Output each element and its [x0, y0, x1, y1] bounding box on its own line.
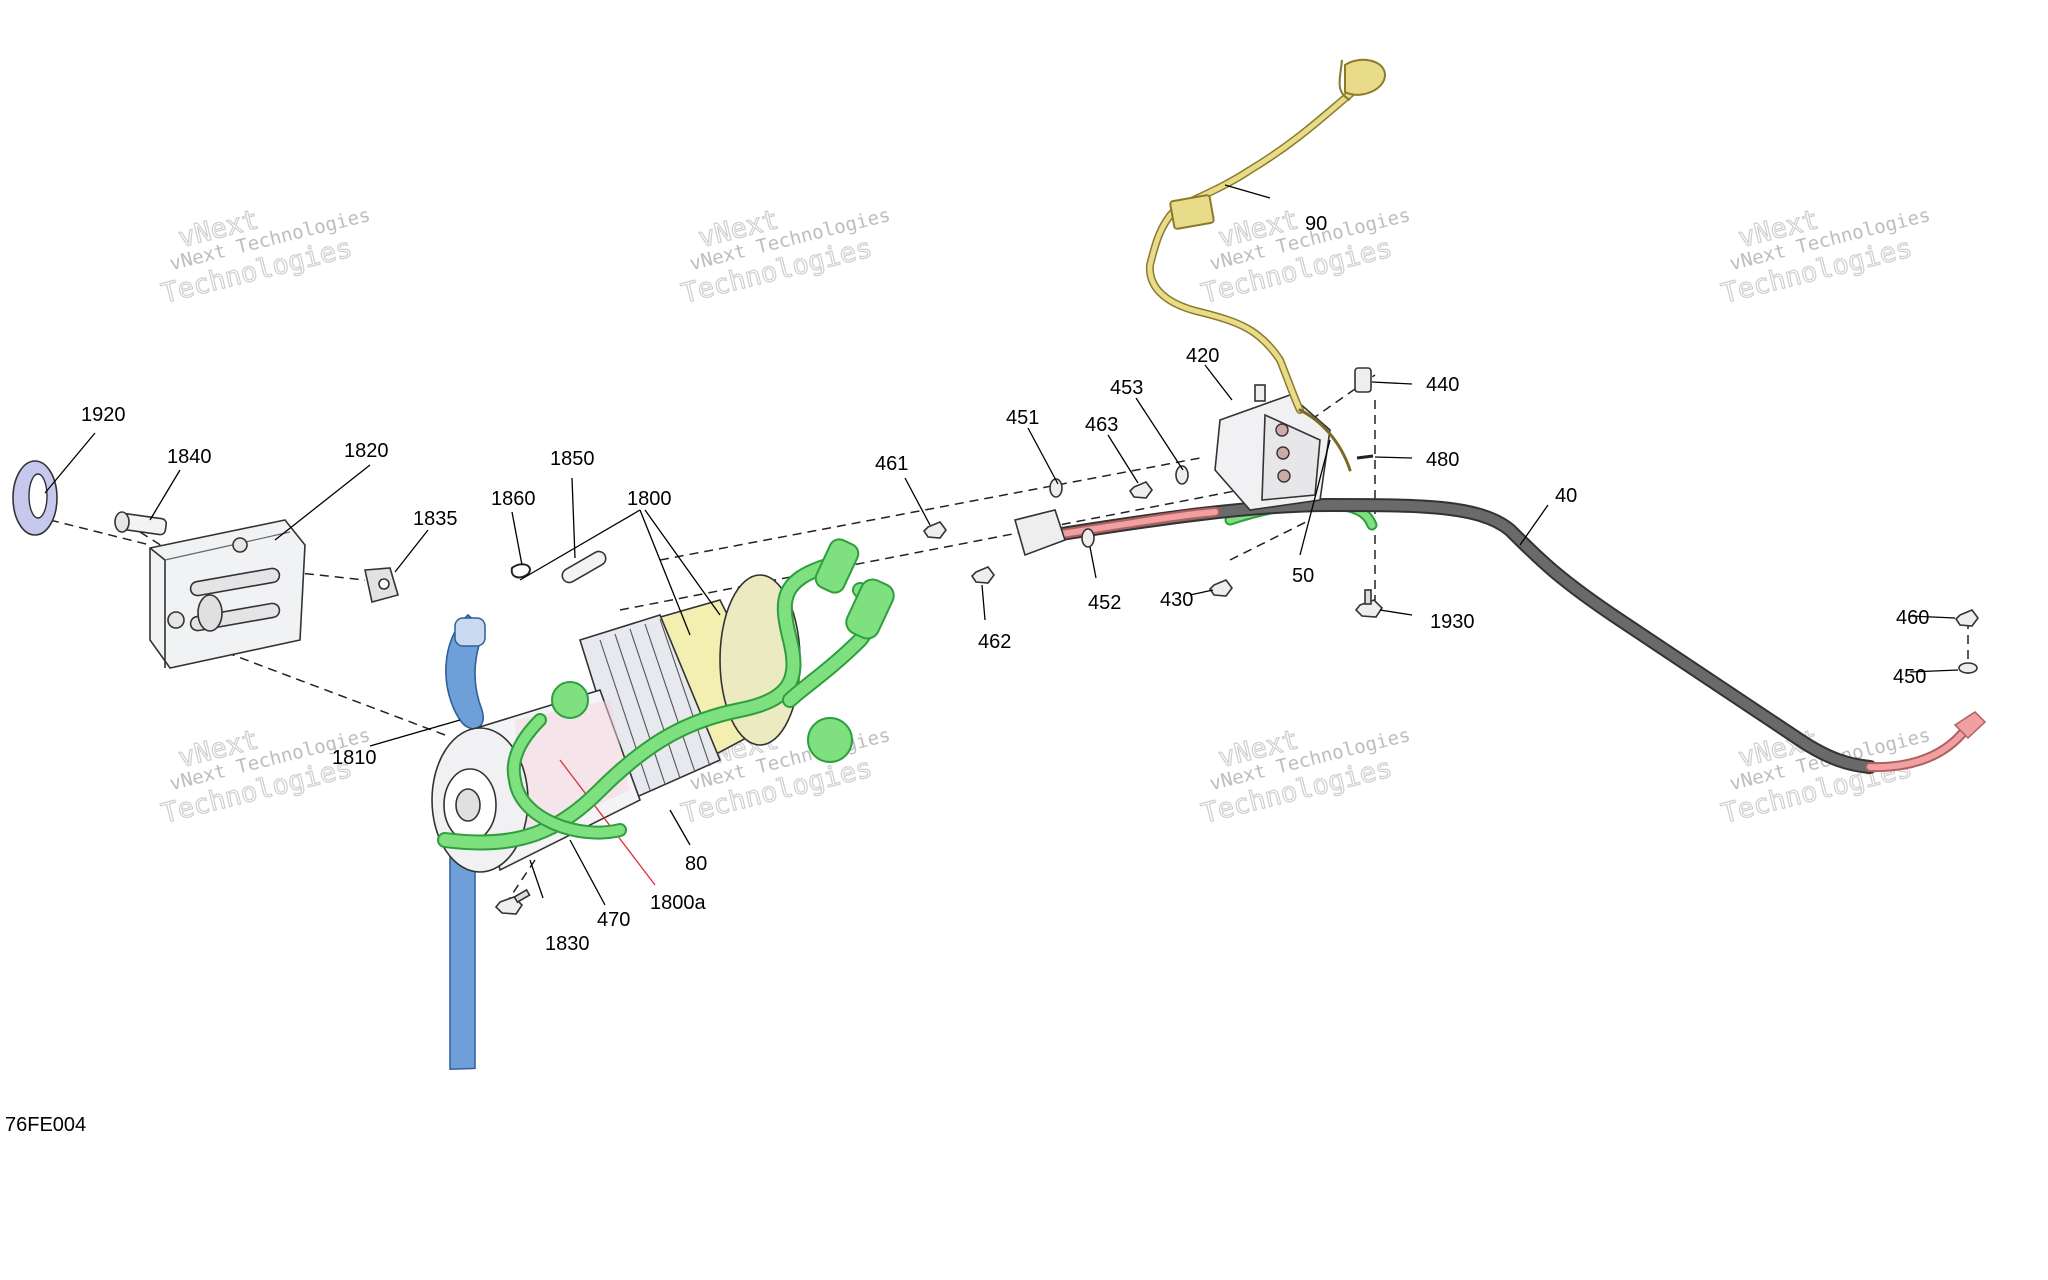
bolt-1830 — [494, 888, 531, 915]
callout-1835: 1835 — [413, 508, 458, 530]
bolt-430 — [1208, 579, 1233, 597]
bolt-1930 — [1354, 589, 1384, 618]
washer-450 — [1958, 662, 1978, 674]
nut-461 — [922, 521, 947, 539]
callout-452: 452 — [1088, 592, 1121, 614]
harness-90 — [1145, 86, 1359, 472]
diagram-code: 76FE004 — [5, 1114, 86, 1136]
harness-connector-mid — [1169, 194, 1215, 230]
callout-461: 461 — [875, 453, 908, 475]
watermark: vNext vNext Technologies Technologies — [1198, 204, 1413, 311]
callout-50: 50 — [1292, 565, 1314, 587]
callout-1800a: 1800a — [650, 892, 706, 914]
callout-90: 90 — [1305, 213, 1327, 235]
callout-470: 470 — [597, 909, 630, 931]
callout-1840: 1840 — [167, 446, 212, 468]
callout-463: 463 — [1085, 414, 1118, 436]
washer-453 — [1175, 465, 1189, 485]
leader-lines — [44, 184, 1959, 906]
washer-451 — [1049, 478, 1063, 498]
callout-1800: 1800 — [627, 488, 672, 510]
callout-1830: 1830 — [545, 933, 590, 955]
power-cable-40 — [1048, 498, 1970, 774]
callout-420: 420 — [1186, 345, 1219, 367]
washer-452 — [1081, 528, 1095, 548]
watermark: vNext vNext Technologies Technologies — [1718, 204, 1933, 311]
callout-80: 80 — [685, 853, 707, 875]
callout-460: 460 — [1896, 607, 1929, 629]
ground-terminals — [551, 538, 895, 763]
callout-1820: 1820 — [344, 440, 389, 462]
callout-462: 462 — [978, 631, 1011, 653]
harness-connector-top — [1338, 58, 1387, 101]
clevis-pin-1850 — [561, 550, 607, 584]
clip-1860 — [510, 563, 531, 579]
callout-453: 453 — [1110, 377, 1143, 399]
nut-460 — [1954, 609, 1979, 627]
contactor-420 — [1214, 384, 1331, 511]
callout-1850: 1850 — [550, 448, 595, 470]
callout-1810: 1810 — [332, 747, 377, 769]
bracket-1835 — [364, 567, 400, 603]
callout-1930: 1930 — [1430, 611, 1475, 633]
cable-boot-and-lug — [1014, 509, 1987, 740]
callout-440: 440 — [1426, 374, 1459, 396]
callout-1920: 1920 — [81, 404, 126, 426]
callout-451: 451 — [1006, 407, 1039, 429]
roller-fairlead-1820 — [149, 519, 306, 669]
nut-462 — [970, 566, 995, 584]
callout-labels: 1920 1840 1820 1835 1860 1850 1800 1810 … — [81, 213, 1929, 955]
watermark: vNext vNext Technologies Technologies — [1198, 724, 1413, 831]
watermark-layer: vNext vNext Technologies Technologies vN… — [158, 204, 1933, 831]
callout-40: 40 — [1555, 485, 1577, 507]
callout-1860: 1860 — [491, 488, 536, 510]
hook-strap-1810 — [445, 613, 486, 1071]
callout-480: 480 — [1426, 449, 1459, 471]
bolt-1840 — [114, 511, 168, 536]
ground-cable-80 — [437, 498, 1378, 851]
hawse-fairlead-1920 — [12, 460, 58, 536]
watermark: vNext vNext Technologies Technologies — [678, 204, 893, 311]
watermark: vNext vNext Technologies Technologies — [158, 204, 373, 311]
callout-450: 450 — [1893, 666, 1926, 688]
tie-480 — [1356, 454, 1374, 460]
callout-430: 430 — [1160, 589, 1193, 611]
clip-440 — [1354, 367, 1372, 393]
nut-463 — [1128, 481, 1153, 499]
